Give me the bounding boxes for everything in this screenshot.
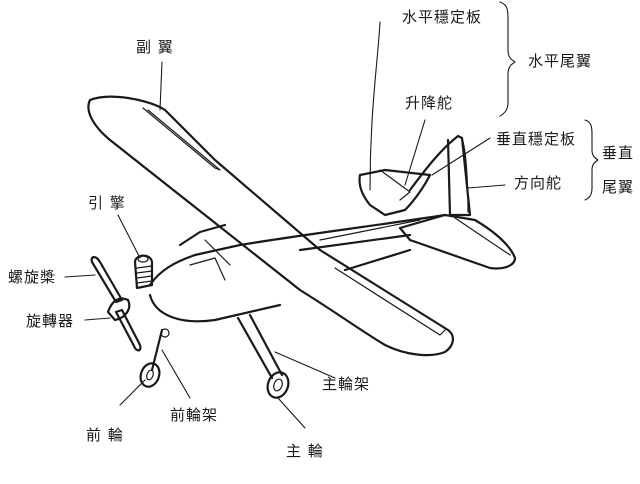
label-propeller: 螺旋槳 [8, 268, 57, 286]
vertical-fin [408, 134, 472, 217]
label-horizontal-stabilizer: 水平穩定板 [402, 8, 483, 26]
label-spinner: 旋轉器 [26, 312, 75, 330]
label-aileron: 副 翼 [136, 38, 174, 56]
label-vertical-tail-1: 垂直 [602, 144, 635, 162]
label-engine: 引 擎 [88, 194, 126, 212]
brackets [499, 1, 599, 201]
fuselage [148, 213, 447, 323]
label-main-gear-strut: 主輪架 [322, 375, 371, 393]
label-vertical-tail-2: 尾翼 [602, 178, 635, 196]
main-wing-left [87, 95, 454, 357]
horizontal-stabilizer-far [358, 168, 432, 217]
leader-lines [64, 21, 506, 429]
label-rudder: 方向舵 [514, 174, 563, 192]
landing-gear [139, 313, 290, 399]
label-elevator: 升降舵 [405, 94, 454, 112]
label-horizontal-tail: 水平尾翼 [528, 52, 593, 70]
propeller [90, 256, 142, 352]
label-nose-wheel: 前 輪 [86, 426, 124, 444]
label-nose-gear-strut: 前輪架 [170, 406, 219, 424]
horizontal-stabilizer-near [398, 213, 517, 270]
label-vertical-stabilizer: 垂直穩定板 [496, 130, 577, 148]
label-main-wheel: 主 輪 [286, 442, 324, 460]
engine [133, 254, 154, 290]
